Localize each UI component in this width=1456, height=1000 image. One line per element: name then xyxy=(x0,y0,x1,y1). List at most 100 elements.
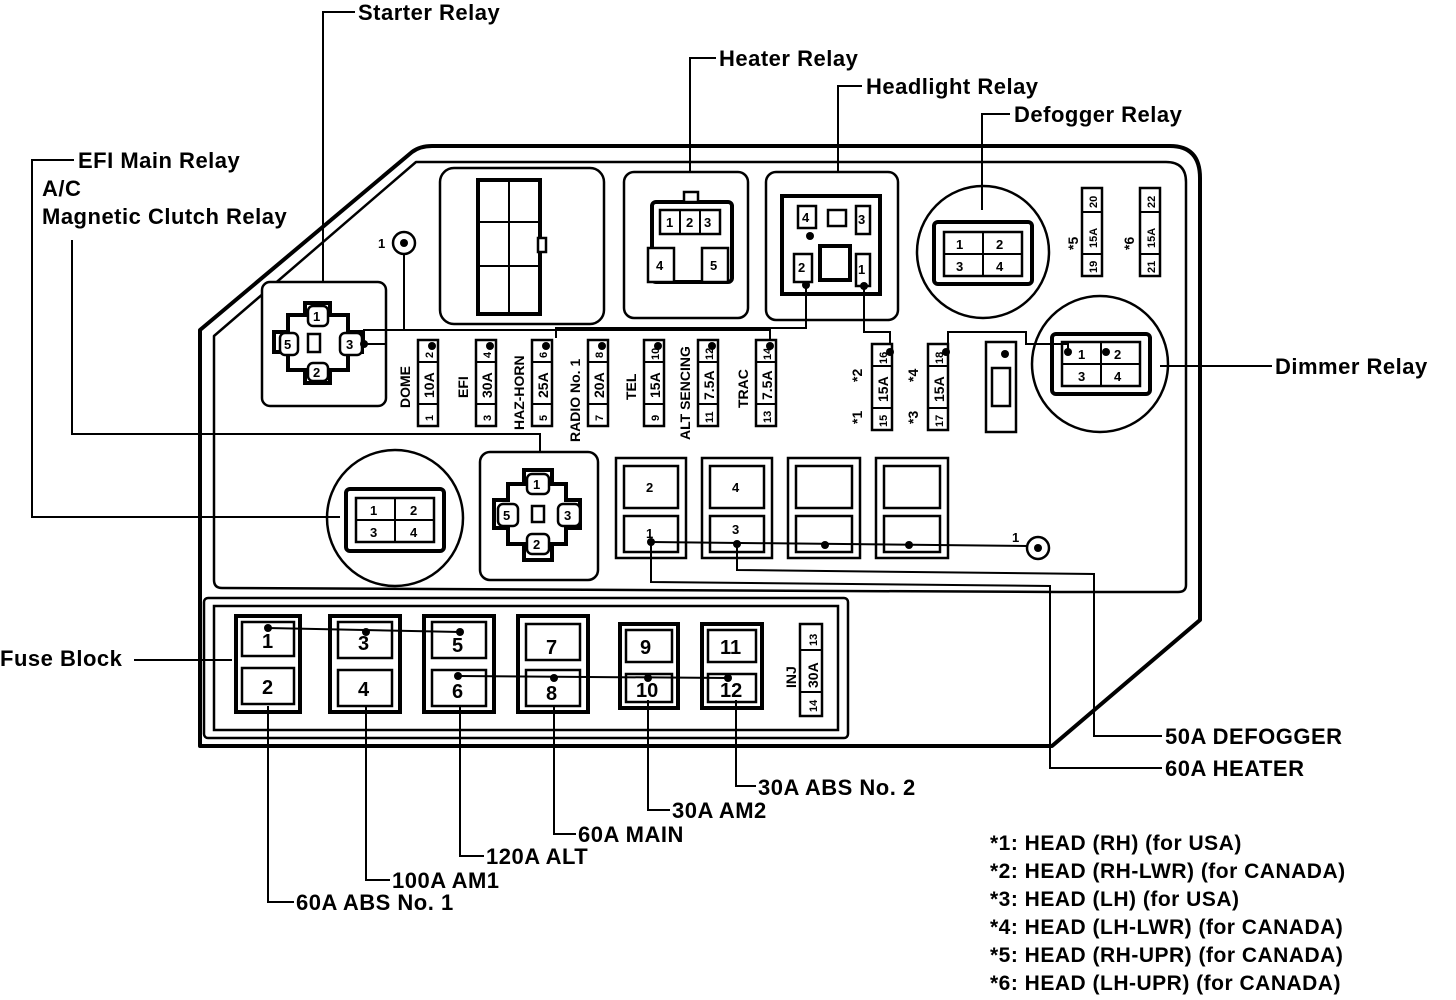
head-upr-fuse-rh: 20 15A 19 *5 xyxy=(1065,186,1104,278)
svg-text:4: 4 xyxy=(996,259,1004,274)
fuse-head-rh: 16 15A 15 *2 *1 xyxy=(849,342,894,432)
ground-terminal-top: 1 xyxy=(363,230,417,344)
svg-text:3: 3 xyxy=(956,259,963,274)
svg-text:8: 8 xyxy=(546,683,557,705)
svg-text:5: 5 xyxy=(503,508,510,523)
svg-text:30A: 30A xyxy=(479,372,495,398)
alt-120a-callout: 120A ALT xyxy=(459,706,588,869)
svg-text:22: 22 xyxy=(1146,196,1158,208)
svg-text:2: 2 xyxy=(798,260,805,275)
defogger-relay-callout: Defogger Relay xyxy=(981,102,1182,210)
svg-text:10: 10 xyxy=(636,680,658,702)
svg-text:17: 17 xyxy=(934,415,946,427)
link-bus-wire xyxy=(650,541,1029,547)
starter-relay: 1 2 5 3 xyxy=(260,280,388,408)
legend-item: *3: HEAD (LH) (for USA) xyxy=(990,888,1239,911)
fusible-link-slot-4 xyxy=(874,456,950,560)
svg-text:15A: 15A xyxy=(931,376,947,402)
svg-text:2: 2 xyxy=(262,677,273,699)
svg-text:2: 2 xyxy=(533,537,540,552)
svg-text:EFI: EFI xyxy=(455,376,471,398)
am2-30a-callout: 30A AM2 xyxy=(647,700,767,823)
svg-text:10: 10 xyxy=(650,348,662,360)
svg-text:21: 21 xyxy=(1146,261,1158,273)
svg-text:4: 4 xyxy=(1114,369,1122,384)
svg-text:5: 5 xyxy=(452,635,463,657)
svg-text:3: 3 xyxy=(704,215,711,230)
svg-text:3: 3 xyxy=(358,633,369,655)
svg-text:50A DEFOGGER: 50A DEFOGGER xyxy=(1165,724,1343,749)
svg-text:13: 13 xyxy=(808,634,820,646)
svg-text:11: 11 xyxy=(720,637,741,659)
legend-item: *1: HEAD (RH) (for USA) xyxy=(990,832,1242,855)
svg-text:100A AM1: 100A AM1 xyxy=(392,868,500,893)
svg-text:19: 19 xyxy=(1088,261,1100,273)
svg-text:2: 2 xyxy=(646,480,653,495)
fb-cell-5-6: 5 6 xyxy=(422,614,496,714)
svg-text:1: 1 xyxy=(1078,347,1085,362)
svg-text:1: 1 xyxy=(262,631,273,653)
legend-item: *5: HEAD (RH-UPR) (for CANADA) xyxy=(990,944,1343,967)
svg-text:1: 1 xyxy=(424,415,436,421)
svg-text:HAZ-HORN: HAZ-HORN xyxy=(511,355,527,430)
fb-wire-top xyxy=(267,627,461,633)
svg-text:13: 13 xyxy=(762,411,774,423)
fb-wire-mid xyxy=(457,675,729,679)
ac-relay-callout: A/C Magnetic Clutch Relay xyxy=(42,176,541,458)
svg-text:EFI Main Relay: EFI Main Relay xyxy=(78,148,241,173)
spare-fuse-slot xyxy=(984,340,1018,434)
headlight-relay: 4 3 2 1 xyxy=(555,170,900,348)
svg-text:Headlight Relay: Headlight Relay xyxy=(866,74,1039,99)
svg-text:30A ABS No. 2: 30A ABS No. 2 xyxy=(758,775,916,800)
svg-text:TRAC: TRAC xyxy=(735,369,751,408)
svg-text:4: 4 xyxy=(410,525,418,540)
fuse-radio-no1: 8 20A 7 RADIO No. 1 xyxy=(567,338,610,442)
fuse-haz-horn: 6 25A 5 HAZ-HORN xyxy=(511,338,554,430)
svg-text:2: 2 xyxy=(410,503,417,518)
abs2-30a-callout: 30A ABS No. 2 xyxy=(735,700,916,800)
efi-main-relay-callout: EFI Main Relay xyxy=(31,148,340,518)
svg-text:*2: *2 xyxy=(849,369,865,382)
svg-text:5: 5 xyxy=(284,337,291,352)
svg-text:11: 11 xyxy=(704,411,716,423)
svg-text:3: 3 xyxy=(346,337,353,352)
svg-text:14: 14 xyxy=(762,347,774,360)
svg-text:Heater Relay: Heater Relay xyxy=(719,46,859,71)
svg-text:15: 15 xyxy=(878,415,890,427)
svg-text:DOME: DOME xyxy=(397,366,413,408)
svg-text:60A MAIN: 60A MAIN xyxy=(578,822,684,847)
svg-text:25A: 25A xyxy=(535,372,551,398)
svg-text:15A: 15A xyxy=(875,376,891,402)
svg-text:1: 1 xyxy=(646,526,653,541)
svg-text:5: 5 xyxy=(538,415,550,421)
svg-text:1: 1 xyxy=(858,262,865,277)
svg-text:3: 3 xyxy=(370,525,377,540)
fuse-bus-wire xyxy=(364,329,771,346)
legend-item: *4: HEAD (LH-LWR) (for CANADA) xyxy=(990,916,1343,939)
svg-text:9: 9 xyxy=(650,415,662,421)
svg-text:1: 1 xyxy=(956,237,963,252)
svg-text:2: 2 xyxy=(996,237,1003,252)
fuse-alt-sencing: 12 7.5A 11 ALT SENCING xyxy=(677,338,720,440)
svg-text:3: 3 xyxy=(1078,369,1085,384)
svg-text:60A ABS No. 1: 60A ABS No. 1 xyxy=(296,890,454,915)
defogger-50a-callout: 50A DEFOGGER xyxy=(736,544,1343,749)
svg-text:*1: *1 xyxy=(849,411,865,424)
svg-text:A/C: A/C xyxy=(42,176,81,201)
svg-text:*4: *4 xyxy=(905,369,921,382)
fusible-link-slot-3 xyxy=(786,456,862,560)
svg-text:30A AM2: 30A AM2 xyxy=(672,798,767,823)
svg-text:15A: 15A xyxy=(647,372,663,398)
svg-text:*3: *3 xyxy=(905,411,921,424)
fuse-efi: 4 30A 3 EFI xyxy=(455,338,498,428)
svg-text:1: 1 xyxy=(378,236,385,251)
heater-relay: 1 2 3 4 5 xyxy=(622,170,750,320)
svg-text:Starter Relay: Starter Relay xyxy=(358,0,501,25)
svg-text:15A: 15A xyxy=(1088,228,1100,248)
ac-clutch-relay: 1 2 5 3 xyxy=(478,450,600,582)
svg-text:1: 1 xyxy=(1012,530,1019,545)
svg-text:2: 2 xyxy=(313,365,320,380)
svg-text:4: 4 xyxy=(732,480,740,495)
svg-text:Dimmer Relay: Dimmer Relay xyxy=(1275,354,1428,379)
svg-text:3: 3 xyxy=(858,212,865,227)
